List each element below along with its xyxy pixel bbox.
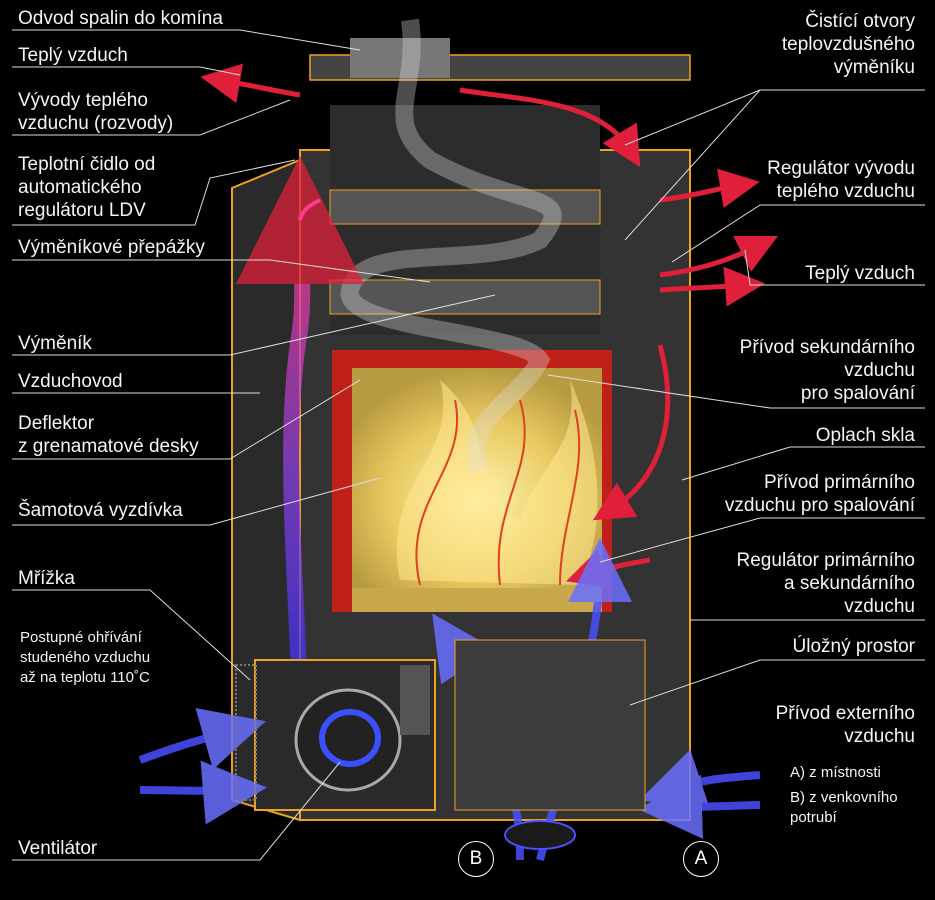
label-teply-vzduch-right: Teplý vzduch (805, 263, 915, 284)
label-ventilator: Ventilátor (18, 838, 98, 859)
marker-a: A (683, 841, 719, 877)
label-ulozny: Úložný prostor (792, 636, 916, 657)
label-vzduchovod: Vzduchovod (18, 371, 123, 392)
firebox (332, 350, 612, 612)
label-oplach: Oplach skla (815, 425, 915, 446)
leader-lines (12, 29, 925, 861)
label-vymenik: Výměník (18, 333, 92, 354)
label-deflektor: Deflektor z grenamatové desky (18, 413, 199, 457)
label-odvod-spalin: Odvod spalin do komína (18, 8, 223, 29)
label-ohrivani: Postupné ohřívání studeného vzduchu až n… (20, 629, 151, 686)
label-cidlo: Teplotní čidlo od automatického reguláto… (18, 154, 156, 221)
external-intake-opening (504, 820, 576, 850)
marker-b: B (458, 841, 494, 877)
label-regulator-primarniho: Regulátor primárního a sekundárního vzdu… (736, 550, 915, 617)
label-mrizka: Mřížka (18, 568, 75, 589)
label-privod-sekundarniho: Přívod sekundárního vzduchu pro spalován… (739, 337, 915, 404)
flue-gas-smoke (340, 18, 562, 474)
label-cistici: Čistící otvory teplovzdušného výměníku (781, 11, 915, 78)
duct-airflow (236, 156, 365, 741)
label-privod-primarniho: Přívod primárního vzduchu pro spalování (724, 472, 915, 516)
label-moznost-a: A) z místnosti (790, 764, 881, 781)
label-vyvody: Vývody teplého vzduchu (rozvody) (18, 90, 174, 134)
storage-space (454, 639, 646, 811)
label-moznost-b: B) z venkovního potrubí (790, 789, 898, 826)
label-teply-vzduch-top: Teplý vzduch (18, 45, 128, 66)
label-samotova: Šamotová vyzdívka (18, 500, 183, 521)
label-externi: Přívod externího vzduchu (775, 703, 915, 747)
grill-mesh (235, 664, 257, 801)
label-prepazky: Výměníkové přepážky (18, 237, 205, 258)
fan-unit (254, 659, 436, 811)
label-regulator-vyvodu: Regulátor vývodu teplého vzduchu (767, 158, 915, 202)
